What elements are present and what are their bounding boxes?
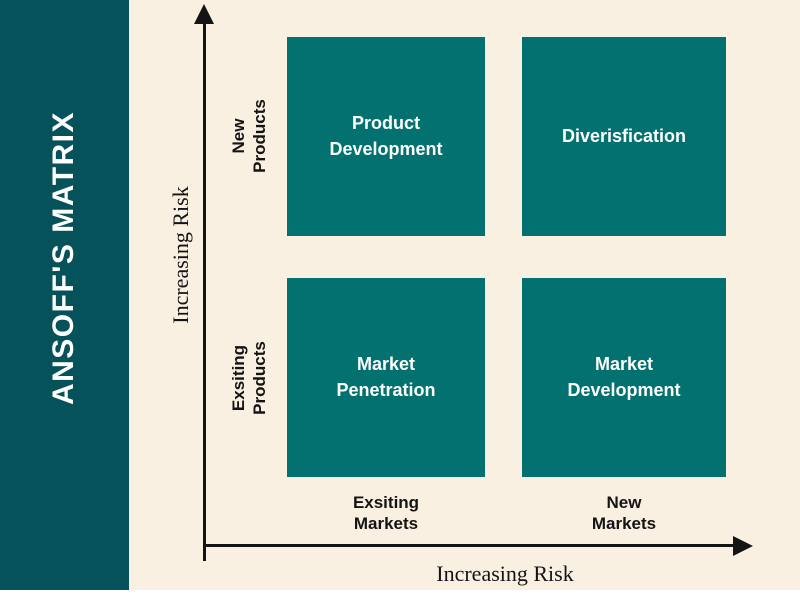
quadrant-diversification: Diverisfication xyxy=(522,37,726,236)
quadrant-product-development: Product Development xyxy=(287,37,485,236)
x-axis-line xyxy=(203,544,737,547)
quadrant-market-penetration: Market Penetration xyxy=(287,278,485,477)
x-category-existing-markets: Exsiting Markets xyxy=(352,492,420,533)
x-category-new-markets: New Markets xyxy=(591,492,657,533)
y-axis-line xyxy=(203,18,206,561)
y-axis-label: Increasing Risk xyxy=(168,186,193,324)
y-category-existing-products: Exsiting Products xyxy=(228,341,269,415)
y-axis-arrow-icon xyxy=(194,4,214,24)
quadrant-market-development: Market Development xyxy=(522,278,726,477)
sidebar: ANSOFF'S MATRIX xyxy=(0,0,129,590)
x-axis-label: Increasing Risk xyxy=(436,561,574,586)
x-axis-arrow-icon xyxy=(733,536,753,556)
bottom-strip xyxy=(0,590,800,600)
page-title: ANSOFF'S MATRIX xyxy=(47,110,80,406)
y-category-new-products: New Products xyxy=(228,99,269,173)
